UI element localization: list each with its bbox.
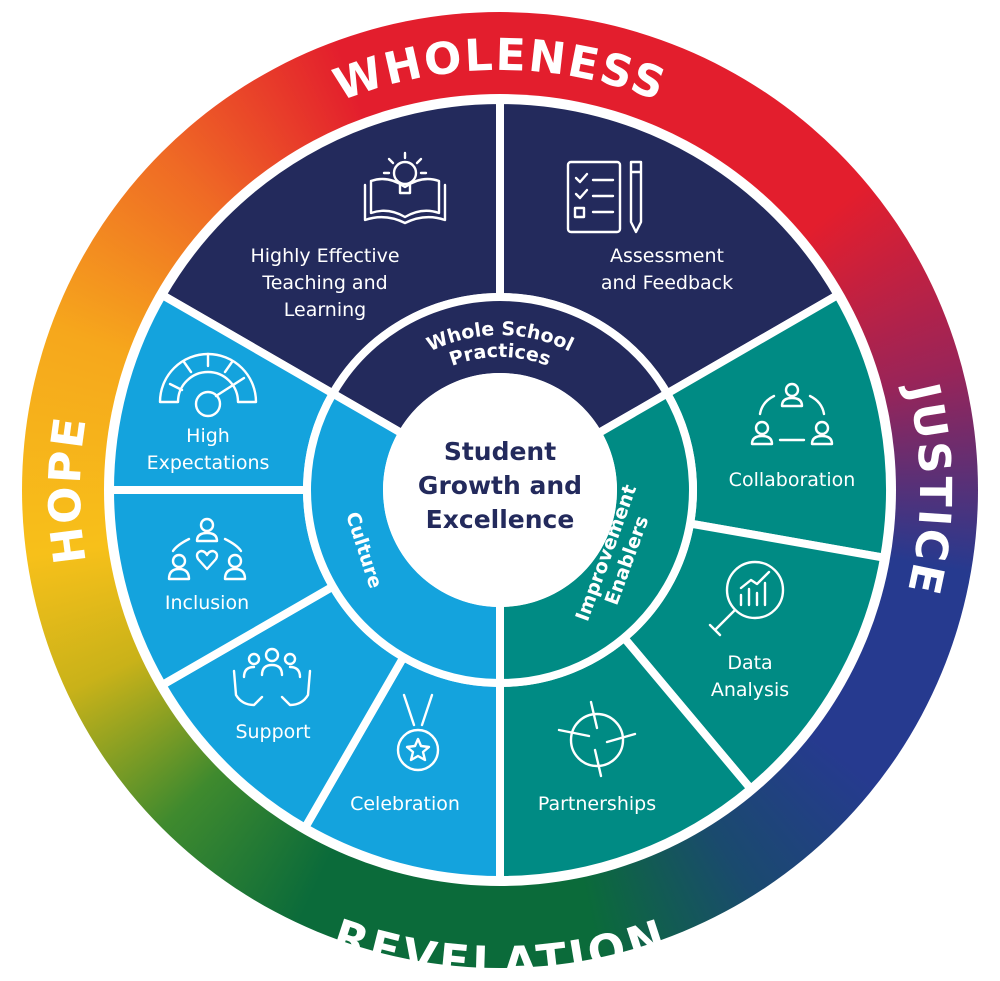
book-lightbulb-icon bbox=[363, 151, 447, 225]
gauge-icon bbox=[158, 352, 258, 418]
hands-people-icon bbox=[232, 647, 312, 707]
seg-expectations-l1: High bbox=[186, 425, 230, 447]
value-hope: HOPE bbox=[40, 413, 97, 567]
center-line3: Excellence bbox=[426, 505, 575, 534]
people-cycle-icon bbox=[750, 382, 834, 446]
seg-data-l2: Analysis bbox=[711, 679, 789, 701]
checklist-pen-icon bbox=[566, 160, 643, 234]
seg-partnerships: Partnerships bbox=[538, 793, 656, 815]
hands-together-icon bbox=[557, 700, 637, 778]
seg-collaboration: Collaboration bbox=[729, 469, 856, 491]
center-circle bbox=[383, 373, 617, 607]
medal-icon bbox=[396, 693, 440, 772]
seg-assessment-l1: Assessment bbox=[610, 245, 724, 267]
value-revelation: REVELATION bbox=[327, 910, 673, 981]
seg-teaching-l1: Highly Effective bbox=[250, 245, 399, 267]
value-justice: JUSTICE bbox=[896, 376, 960, 601]
people-heart-icon bbox=[167, 517, 247, 581]
seg-inclusion: Inclusion bbox=[165, 592, 249, 614]
seg-data-l1: Data bbox=[727, 652, 772, 674]
seg-expectations-l2: Expectations bbox=[147, 452, 270, 474]
center-line2: Growth and bbox=[418, 471, 582, 500]
magnifier-chart-icon bbox=[708, 560, 785, 637]
seg-teaching-l3: Learning bbox=[284, 299, 367, 321]
seg-support: Support bbox=[235, 721, 310, 743]
seg-teaching-l2: Teaching and bbox=[261, 272, 387, 294]
seg-celebration: Celebration bbox=[350, 793, 460, 815]
seg-assessment-l2: and Feedback bbox=[601, 272, 733, 294]
center-line1: Student bbox=[444, 437, 556, 466]
